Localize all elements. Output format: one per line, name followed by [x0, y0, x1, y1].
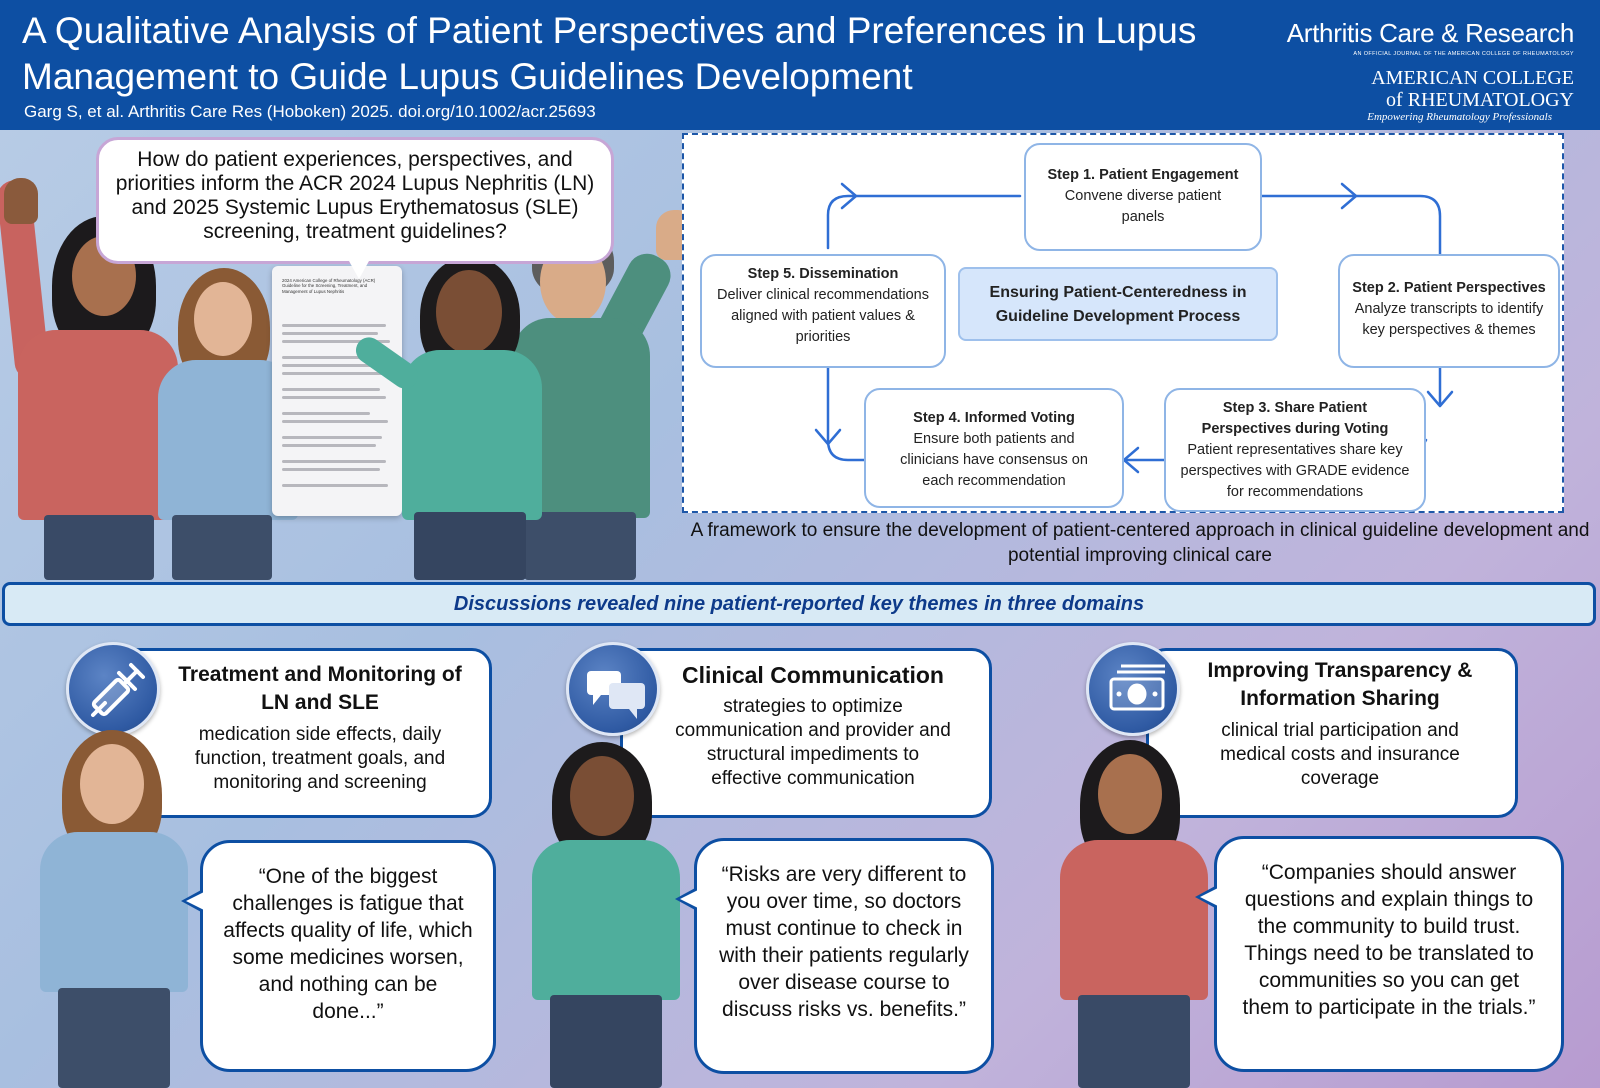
journal-subtitle: AN OFFICIAL JOURNAL OF THE AMERICAN COLL…: [1353, 51, 1574, 57]
theme-card-communication: Clinical Communication strategies to opt…: [620, 648, 992, 818]
document-heading: 2024 American College of Rheumatology (A…: [282, 278, 376, 294]
theme-title: Improving Transparency & Information Sha…: [1207, 659, 1473, 710]
patient-quote-3: “Companies should answer questions and e…: [1195, 836, 1564, 1072]
theme-title: Treatment and Monitoring of LN and SLE: [178, 663, 462, 714]
acr-tagline: Empowering Rheumatology Professionals: [1367, 111, 1552, 123]
theme-description: medication side effects, daily function,…: [194, 724, 446, 793]
step-2-text: Analyze transcripts to identify key pers…: [1354, 301, 1544, 338]
step-1-box: Step 1. Patient Engagement Convene diver…: [1024, 143, 1262, 251]
citation: Garg S, et al. Arthritis Care Res (Hobok…: [24, 102, 596, 121]
step-4-title: Step 4. Informed Voting: [913, 410, 1075, 426]
guideline-document: 2024 American College of Rheumatology (A…: [272, 266, 402, 516]
header: A Qualitative Analysis of Patient Perspe…: [0, 0, 1600, 130]
step-3-text: Patient representatives share key perspe…: [1180, 442, 1410, 500]
patient-quote-2: “Risks are very different to you over ti…: [675, 838, 994, 1074]
step-5-box: Step 5. Dissemination Deliver clinical r…: [700, 254, 946, 368]
page-title: A Qualitative Analysis of Patient Perspe…: [22, 10, 1197, 97]
step-1-text: Convene diverse patient panels: [1064, 188, 1222, 225]
step-5-title: Step 5. Dissemination: [747, 266, 899, 282]
patient-quote-1: “One of the biggest challenges is fatigu…: [181, 840, 496, 1072]
framework-center-label: Ensuring Patient-Centeredness in Guideli…: [958, 267, 1278, 341]
money-icon: [1086, 642, 1180, 736]
acr-line-1: AMERICAN COLLEGE: [1371, 67, 1574, 89]
research-question: How do patient experiences, perspectives…: [96, 137, 614, 279]
theme-description: strategies to optimize communication and…: [675, 696, 951, 789]
step-2-title: Step 2. Patient Perspectives: [1352, 280, 1546, 296]
theme-description: clinical trial participation and medical…: [1220, 720, 1460, 789]
step-4-text: Ensure both patients and clinicians have…: [900, 431, 1088, 489]
theme-card-treatment: Treatment and Monitoring of LN and SLE m…: [120, 648, 492, 818]
framework-caption: A framework to ensure the development of…: [690, 520, 1590, 566]
journal-name: Arthritis Care & Research: [1286, 18, 1575, 48]
step-3-box: Step 3. Share Patient Perspectives durin…: [1164, 388, 1426, 512]
chat-bubbles-icon: [566, 642, 660, 736]
themes-banner: Discussions revealed nine patient-report…: [2, 582, 1596, 626]
step-2-box: Step 2. Patient Perspectives Analyze tra…: [1338, 254, 1560, 368]
step-1-title: Step 1. Patient Engagement: [1047, 167, 1239, 183]
theme-card-transparency: Improving Transparency & Information Sha…: [1146, 648, 1518, 818]
theme-title: Clinical Communication: [682, 662, 944, 688]
step-3-title: Step 3. Share Patient Perspectives durin…: [1201, 400, 1389, 437]
step-4-box: Step 4. Informed Voting Ensure both pati…: [864, 388, 1124, 508]
journal-logo: Arthritis Care & Research AN OFFICIAL JO…: [1254, 18, 1575, 123]
step-5-text: Deliver clinical recommendations aligned…: [717, 287, 929, 345]
syringe-icon: [66, 642, 160, 736]
acr-line-2: of RHEUMATOLOGY: [1386, 89, 1574, 111]
